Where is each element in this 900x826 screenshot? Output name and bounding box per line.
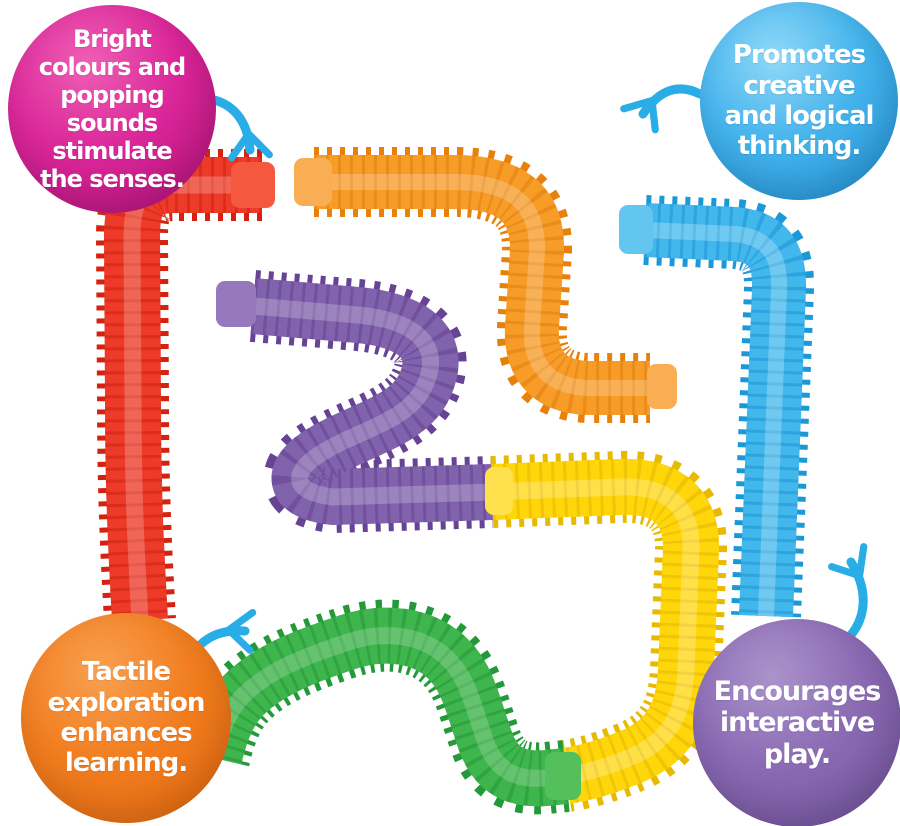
- blue-pop-tube: [619, 205, 779, 616]
- benefit-badge-bottom-left: Tactile exploration enhances learning.: [21, 613, 231, 823]
- benefit-text-bottom-right: Encourages interactive play.: [713, 675, 882, 770]
- orange-tube-end-cap-right: [647, 364, 677, 409]
- green-tube-collar: [545, 752, 581, 800]
- benefit-badge-top-right: Promotes creative and logical thinking.: [700, 2, 898, 200]
- benefit-badge-bottom-right: Encourages interactive play.: [693, 619, 900, 826]
- red-pop-tube: [132, 162, 275, 620]
- yellow-pop-tube: [485, 467, 691, 776]
- purple-tube-end-cap: [216, 281, 256, 327]
- green-pop-tube: [214, 636, 581, 800]
- arrow-top-right: [620, 84, 705, 134]
- blue-tube-end-cap: [619, 205, 653, 254]
- red-tube-end-cap: [231, 162, 275, 208]
- purple-pop-tube: [216, 281, 492, 497]
- yellow-tube-collar: [485, 467, 513, 515]
- benefit-text-top-left: Bright colours and popping sounds stimul…: [38, 24, 186, 194]
- benefit-badge-top-left: Bright colours and popping sounds stimul…: [8, 5, 216, 213]
- benefit-text-top-right: Promotes creative and logical thinking.: [724, 40, 875, 162]
- orange-pop-tube: [294, 158, 677, 409]
- orange-tube-end-cap-left: [294, 158, 332, 206]
- red-tube-body: [132, 185, 262, 620]
- benefit-text-bottom-left: Tactile exploration enhances learning.: [47, 657, 206, 779]
